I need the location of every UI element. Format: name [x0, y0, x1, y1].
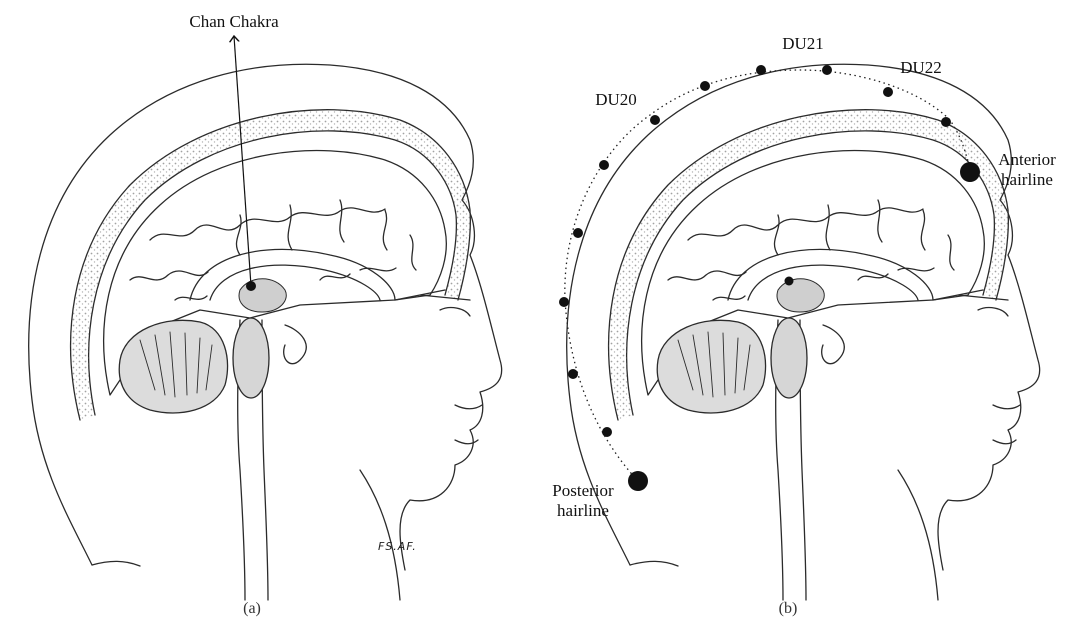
meridian-point — [573, 228, 583, 238]
panel-a-head-diagram — [29, 64, 502, 600]
meridian-point — [941, 117, 951, 127]
meridian-point — [602, 427, 612, 437]
du20-label: DU20 — [595, 90, 637, 110]
thalamus-point — [785, 277, 794, 286]
posterior-label-line1: Posterior — [542, 481, 624, 501]
anterior-label-line2: hairline — [994, 170, 1060, 190]
chan-chakra-point — [246, 281, 256, 291]
meridian-point — [700, 81, 710, 91]
du22-label: DU22 — [900, 58, 942, 78]
posterior-hairline-label: Posterior hairline — [542, 481, 624, 521]
meridian-point — [568, 369, 578, 379]
posterior-hairline-point — [628, 471, 648, 491]
meridian-point — [756, 65, 766, 75]
meridian-point — [822, 65, 832, 75]
meridian-point — [559, 297, 569, 307]
anterior-hairline-point — [960, 162, 980, 182]
meridian-point — [650, 115, 660, 125]
meridian-point — [599, 160, 609, 170]
artist-signature: FS.AF. — [378, 540, 417, 553]
caption-b: (b) — [779, 600, 798, 618]
posterior-label-line2: hairline — [542, 501, 624, 521]
anterior-label-line1: Anterior — [994, 150, 1060, 170]
meridian-point — [883, 87, 893, 97]
du21-label: DU21 — [782, 34, 824, 54]
caption-a: (a) — [243, 600, 261, 618]
chan-chakra-label: Chan Chakra — [189, 12, 278, 32]
panel-b-head-diagram — [567, 64, 1040, 600]
anterior-hairline-label: Anterior hairline — [994, 150, 1060, 190]
